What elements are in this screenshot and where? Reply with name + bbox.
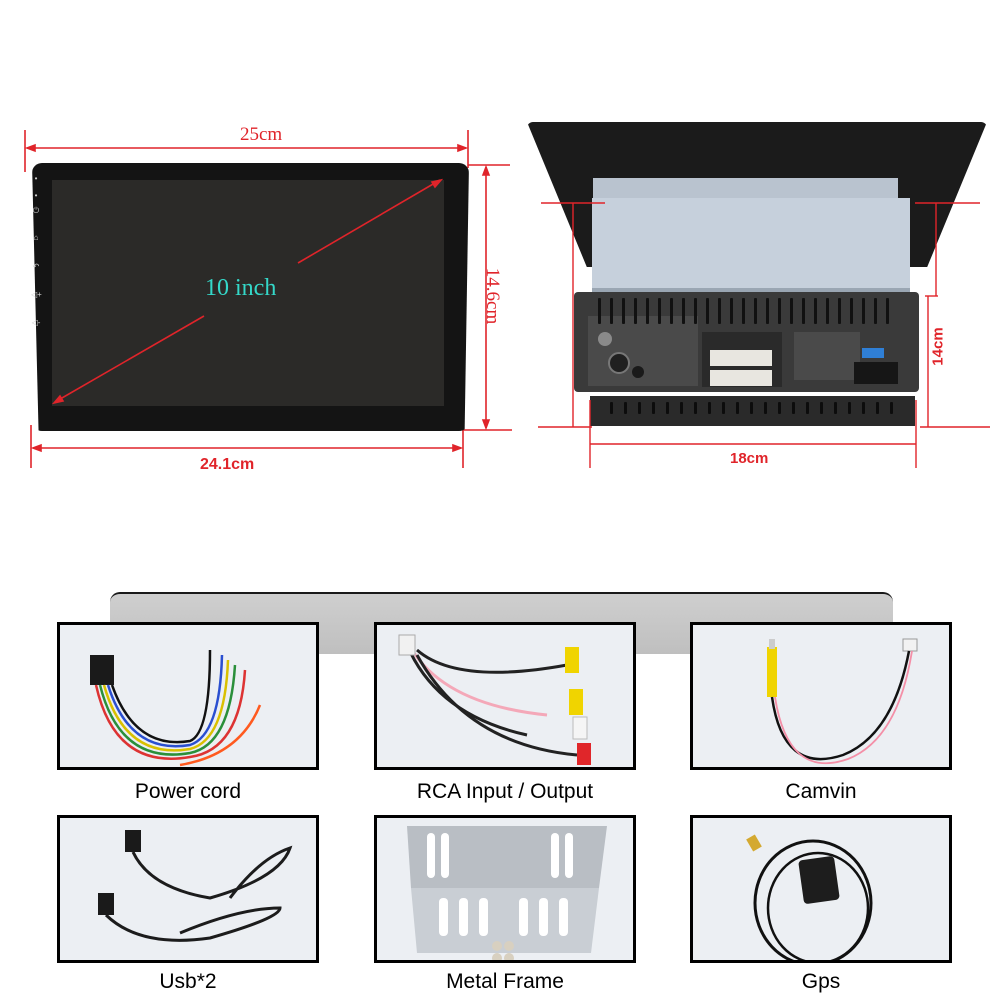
accessory-label-usb: Usb*2: [159, 970, 217, 993]
accessory-label-camvin: Camvin: [785, 780, 857, 803]
rear-dimension-lines: [538, 202, 990, 468]
accessory-label-metal-frame: Metal Frame: [446, 970, 564, 993]
accessory-metal-frame-image: [374, 815, 636, 963]
head-unit-screen: [52, 180, 444, 406]
volume-down-icon[interactable]: ◁-: [31, 318, 41, 327]
accessory-power-cord-image: [57, 622, 319, 770]
diagonal-size-label: 10 inch: [205, 275, 277, 301]
power-icon[interactable]: ⏻: [32, 206, 40, 215]
accessory-label-power-cord: Power cord: [134, 780, 242, 803]
accessory-label-gps: Gps: [801, 970, 841, 993]
accessory-camvin-image: [690, 622, 952, 770]
volume-up-icon[interactable]: ◁+: [31, 290, 42, 299]
bottom-vents: [600, 402, 900, 418]
front-width-bottom-label: 24.1cm: [200, 456, 255, 473]
chassis-box: [592, 198, 910, 292]
front-width-top-label: 25cm: [240, 124, 283, 145]
aux-port-icon: [632, 366, 644, 378]
accessory-label-rca: RCA Input / Output: [416, 780, 594, 803]
front-view: 25cm 24.1cm 14.6cm • • ⏻ ⌂ ↶ ◁+ ◁- 10 in…: [0, 0, 520, 500]
connector-block-1: [710, 350, 772, 366]
rear-height-label: 14cm: [929, 327, 947, 366]
rear-width-label: 18cm: [730, 450, 769, 467]
home-icon[interactable]: ⌂: [33, 233, 39, 242]
back-icon[interactable]: ↶: [32, 262, 40, 271]
mic-indicator-icon: •: [34, 174, 38, 183]
accessory-gps-image: [690, 815, 952, 963]
accessory-usb-image: [57, 815, 319, 963]
rst-indicator-icon: •: [34, 191, 38, 200]
blue-connector: [862, 348, 884, 358]
accessory-rca-image: [374, 622, 636, 770]
diagonal-arrow: [51, 178, 444, 405]
gps-port-icon: [608, 352, 630, 374]
antenna-port-icon: [598, 332, 612, 346]
rear-connector-panel: [574, 292, 919, 392]
front-dimension-lines: [24, 130, 512, 468]
connector-block-2: [710, 370, 772, 386]
heat-sink-fins: [590, 296, 910, 326]
mounting-plate: [593, 178, 898, 198]
